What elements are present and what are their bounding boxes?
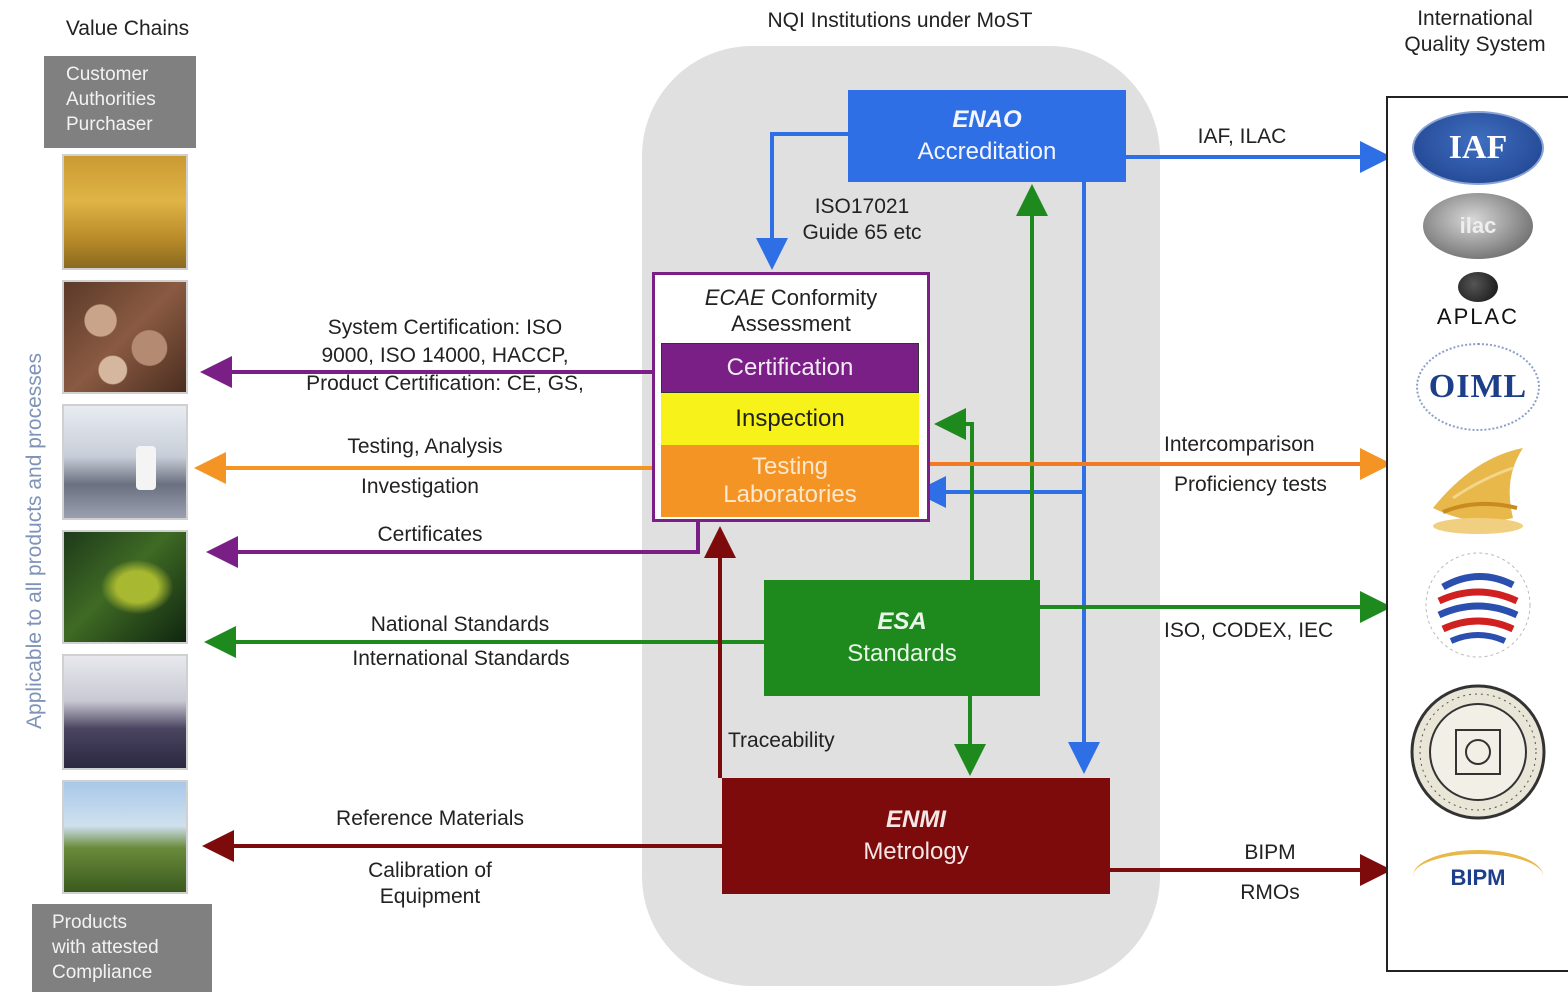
international-header-line2: Quality System <box>1404 33 1546 56</box>
metrology-seal-logo <box>1388 678 1568 826</box>
calibration-line2: Equipment <box>379 885 481 908</box>
iso-codex-iec-label: ISO, CODEX, IEC <box>1164 619 1334 642</box>
iso17021-line1: ISO17021 <box>814 195 910 218</box>
sys-cert-line3: Product Certification: CE, GS, <box>306 372 584 395</box>
certification-band: Certification <box>661 343 919 393</box>
products-line: Products <box>52 912 127 933</box>
testing-band: Testing Laboratories <box>661 445 919 517</box>
bipm-logo-text: BIPM <box>1450 865 1506 890</box>
enao-box: ENAO Accreditation <box>848 90 1126 182</box>
globe-icon <box>1458 272 1498 302</box>
aplac-logo: APLAC <box>1388 264 1568 338</box>
investigation-label: Investigation <box>361 475 479 498</box>
plant-image <box>62 530 188 644</box>
system-certification-label: System Certification: ISO 9000, ISO 1400… <box>250 314 640 398</box>
customer-box: Customer Authorities Purchaser <box>44 56 196 148</box>
esa-name: ESA <box>877 608 927 635</box>
esa-box: ESA Standards <box>764 580 1040 696</box>
iaf-logo-text: IAF <box>1448 129 1508 166</box>
testing-label-line2: Laboratories <box>723 481 857 508</box>
ecae-title-line2: Assessment <box>731 311 851 336</box>
ecae-title-rest: Conformity <box>770 285 878 310</box>
oiml-logo: OIML <box>1388 342 1568 432</box>
arrow-enao-to-ecae <box>756 132 848 270</box>
sys-cert-line2: 9000, ISO 14000, HACCP, <box>321 344 569 367</box>
customer-line: Customer <box>66 64 149 85</box>
certification-label: Certification <box>726 354 854 381</box>
iaf-logo: IAF <box>1388 110 1568 186</box>
intercomparison-label: Intercomparison <box>1164 433 1315 456</box>
products-line: Compliance <box>52 962 153 983</box>
international-logos-panel: IAF ilac APLAC OIML <box>1386 96 1568 972</box>
bipm-logo: BIPM <box>1388 840 1568 912</box>
ecae-name: ECAE <box>704 285 765 310</box>
traceability-label: Traceability <box>728 729 835 752</box>
iso17021-line2: Guide 65 etc <box>802 221 922 244</box>
enao-role: Accreditation <box>917 138 1057 165</box>
landscape-image <box>62 780 188 894</box>
esa-role: Standards <box>847 640 957 667</box>
national-standards-label: National Standards <box>370 613 550 636</box>
certificates-label: Certificates <box>377 523 483 546</box>
testing-label-line1: Testing <box>751 453 829 480</box>
lab-equipment-image <box>62 404 188 520</box>
oiml-logo-text: OIML <box>1428 368 1528 405</box>
ilac-logo: ilac <box>1388 190 1568 262</box>
enao-name: ENAO <box>952 106 1022 133</box>
wheat-field-image <box>62 154 188 270</box>
rmos-label: RMOs <box>1240 881 1300 904</box>
nqi-header: NQI Institutions under MoST <box>767 9 1033 32</box>
wto-logo <box>1388 546 1568 664</box>
ilac-logo-text: ilac <box>1459 213 1497 238</box>
enmi-box: ENMI Metrology <box>722 778 1110 894</box>
arrow-esa-to-inspection <box>934 408 974 580</box>
iso17021-label: ISO17021 Guide 65 etc <box>772 194 952 246</box>
iaf-ilac-label: IAF, ILAC <box>1197 125 1287 148</box>
calibration-line1: Calibration of <box>368 859 492 882</box>
calibration-label: Calibration of Equipment <box>320 858 540 910</box>
products-box: Products with attested Compliance <box>32 904 212 992</box>
inspection-band: Inspection <box>661 393 919 445</box>
bipm-label: BIPM <box>1244 841 1296 864</box>
coffee-beans-image <box>62 280 188 394</box>
products-line: with attested <box>52 937 159 958</box>
reference-materials-label: Reference Materials <box>336 807 524 830</box>
proficiency-label: Proficiency tests <box>1174 473 1327 496</box>
aplac-logo-text: APLAC <box>1436 304 1520 329</box>
ecae-title: ECAE Conformity Assessment <box>655 285 927 337</box>
customer-line: Authorities <box>66 89 156 110</box>
sys-cert-line1: System Certification: ISO <box>327 316 563 339</box>
arrow-certificates <box>206 522 700 568</box>
inspection-label: Inspection <box>735 405 845 432</box>
international-header: International Quality System <box>1370 6 1568 58</box>
gold-emblem-logo <box>1388 436 1568 540</box>
international-header-line1: International <box>1417 7 1533 30</box>
value-chains-header: Value Chains <box>65 17 190 40</box>
testing-analysis-label: Testing, Analysis <box>347 435 503 458</box>
international-standards-label: International Standards <box>352 647 570 670</box>
enmi-role: Metrology <box>863 838 969 865</box>
sample-tray-image <box>62 654 188 770</box>
customer-line: Purchaser <box>66 114 153 135</box>
enmi-name: ENMI <box>886 806 946 833</box>
ecae-box: ECAE Conformity Assessment Certification… <box>652 272 930 522</box>
